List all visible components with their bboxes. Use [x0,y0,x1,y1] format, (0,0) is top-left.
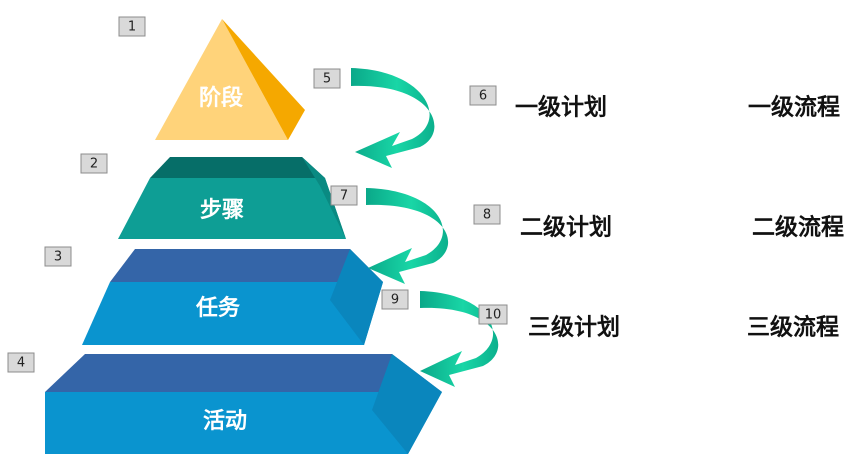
layer-activity-side [372,354,442,454]
arrow-stage-to-step [351,68,435,168]
layer-activity-front [45,392,442,454]
svg-text:9: 9 [391,293,399,308]
svg-text:10: 10 [485,308,502,323]
layer-activity-label: 活动 [203,409,247,434]
process-label-3: 三级流程 [747,314,839,341]
layer-stage-front [155,19,288,140]
layer-task-side [330,249,383,345]
number-badge-1: 1 [118,16,146,37]
number-badge-9: 9 [381,289,409,310]
svg-text:4: 4 [17,356,25,371]
layer-stage: 阶段 [155,19,305,140]
svg-text:3: 3 [54,250,62,265]
layer-step-label: 步骤 [200,197,244,223]
layer-step-top [150,157,325,178]
number-badge-6: 6 [469,85,497,106]
layer-task-label: 任务 [195,295,241,321]
layer-task: 任务 [82,249,383,345]
plan-label-1: 一级计划 [515,94,607,121]
layer-step: 步骤 [118,157,346,239]
plan-label-2: 二级计划 [520,214,612,241]
plan-label-3: 三级计划 [528,314,620,341]
svg-text:1: 1 [128,20,136,35]
number-badge-3: 3 [44,246,72,267]
svg-text:6: 6 [479,89,487,104]
svg-text:2: 2 [90,157,98,172]
layer-task-front [82,282,383,345]
process-label-2: 二级流程 [752,214,844,241]
process-label-1: 一级流程 [748,94,840,121]
layer-activity: 活动 [45,354,442,454]
svg-text:5: 5 [323,72,331,87]
number-badge-10: 10 [478,304,508,325]
curved-arrow-2 [366,188,449,284]
curved-arrow-1 [351,68,435,168]
svg-text:8: 8 [483,208,491,223]
number-badge-7: 7 [330,185,358,206]
layer-stage-label: 阶段 [199,85,243,111]
number-badge-5: 5 [313,68,341,89]
layer-task-top [110,249,383,282]
layer-stage-side [222,19,305,140]
arrow-step-to-task [366,188,449,284]
number-badge-2: 2 [80,153,108,174]
number-badge-8: 8 [473,204,501,225]
layer-activity-top [45,354,442,392]
layer-step-front [118,178,346,239]
number-badge-4: 4 [7,352,35,373]
svg-text:7: 7 [340,189,348,204]
